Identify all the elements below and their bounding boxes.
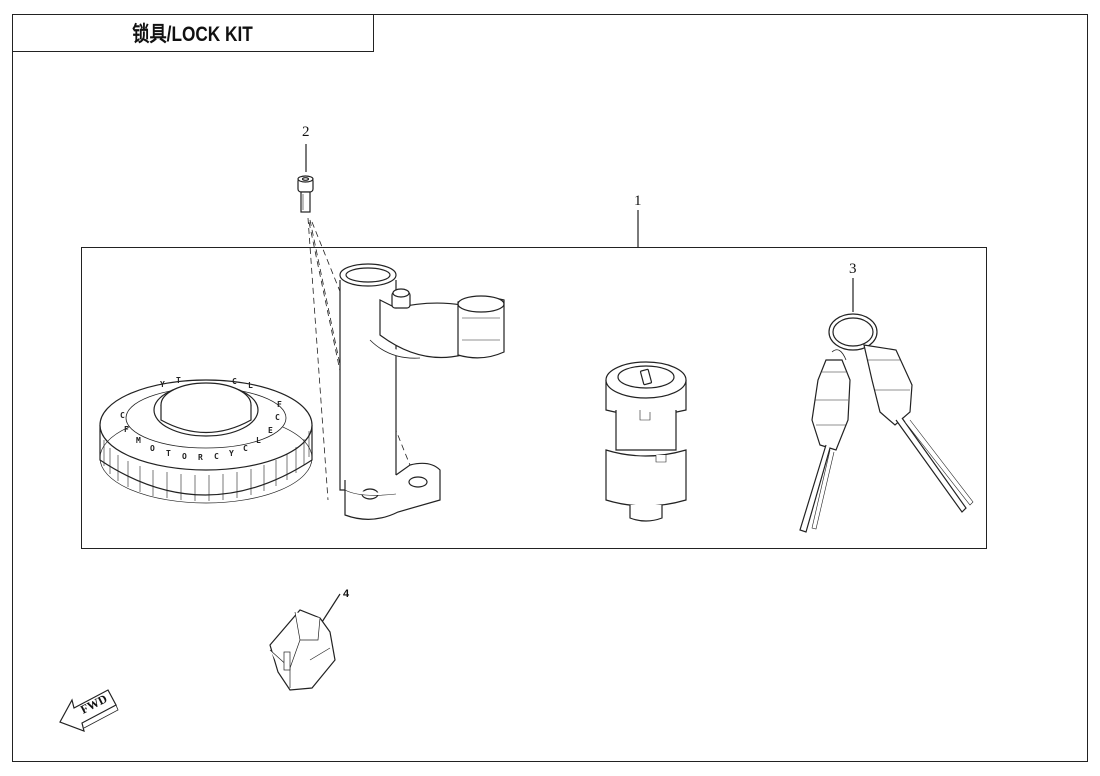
svg-text:T: T: [166, 449, 171, 458]
svg-text:L: L: [256, 436, 261, 445]
callout-2: 2: [302, 124, 310, 140]
svg-text:R: R: [198, 453, 203, 462]
ignition-switch-part: [605, 361, 687, 522]
bracket-part: [269, 609, 336, 691]
fuel-cap-part: C F M O T O R C Y C L E C F Y T C L: [99, 376, 313, 504]
svg-text:F: F: [124, 425, 129, 434]
svg-text:C: C: [243, 444, 248, 453]
fwd-arrow-icon: [59, 689, 119, 732]
svg-text:O: O: [150, 444, 155, 453]
svg-text:T: T: [176, 376, 181, 385]
svg-text:M: M: [136, 436, 141, 445]
callout-4: 4: [343, 588, 350, 600]
svg-text:L: L: [248, 381, 253, 390]
callout-3: 3: [849, 261, 857, 277]
leader-lines: [305, 144, 854, 623]
callout-1: 1: [634, 193, 642, 209]
screw-part: [297, 175, 314, 213]
title-box: 锁具/LOCK KIT: [12, 14, 374, 52]
key-set-part: [799, 313, 974, 533]
lock-kit-group-box: [81, 247, 987, 549]
svg-text:Y: Y: [229, 449, 234, 458]
lock-housing-part: [339, 263, 505, 520]
svg-text:F: F: [277, 400, 282, 409]
svg-text:C: C: [275, 413, 280, 422]
svg-text:C: C: [232, 377, 237, 386]
svg-text:C: C: [214, 452, 219, 461]
svg-text:C: C: [120, 411, 125, 420]
svg-text:E: E: [268, 426, 273, 435]
svg-text:Y: Y: [160, 380, 165, 389]
svg-text:O: O: [182, 452, 187, 461]
page-title: 锁具/LOCK KIT: [132, 22, 253, 46]
drawing-frame: [12, 14, 1088, 762]
